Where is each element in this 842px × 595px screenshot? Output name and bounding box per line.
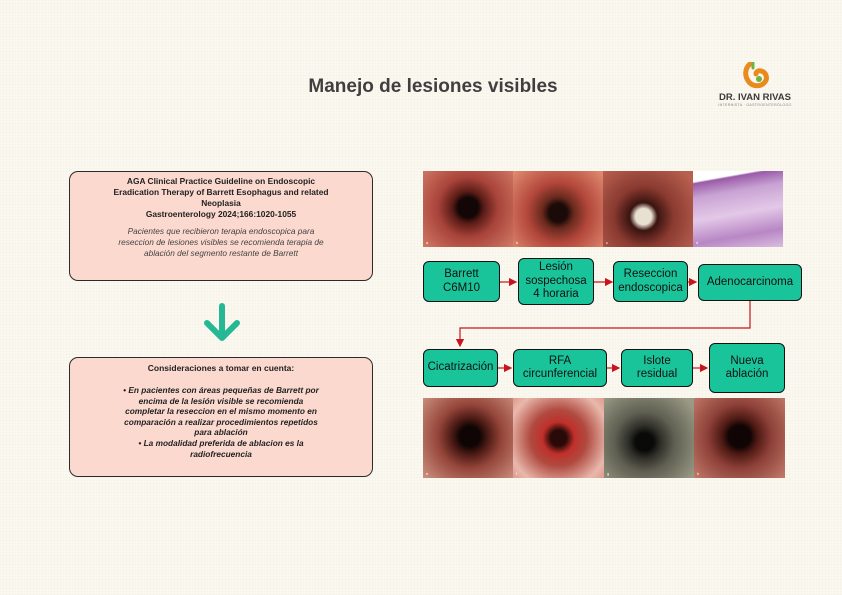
- considerations-title: Consideraciones a tomar en cuenta:: [147, 363, 295, 373]
- bullet-line: comparación a realizar procedimientos re…: [124, 416, 318, 427]
- bullet-line: radiofrecuencia: [190, 448, 252, 459]
- endoscopy-photo: h: [694, 398, 785, 478]
- guideline-citation: AGA Clinical Practice Guideline on Endos…: [80, 176, 362, 220]
- recommendation-line: Pacientes que recibieron terapia endosco…: [127, 226, 315, 236]
- guideline-recommendation: Pacientes que recibieron terapia endosco…: [80, 226, 362, 259]
- considerations-box: Consideraciones a tomar en cuenta: • En …: [69, 357, 373, 477]
- down-arrow-icon: [204, 303, 240, 341]
- bullet-line: completar la reseccion en el mismo momen…: [125, 406, 317, 417]
- endoscopy-photo: c: [603, 171, 693, 247]
- flow-node-adenocarcinoma: Adenocarcinoma: [698, 264, 802, 301]
- stomach-logo-icon: [743, 62, 769, 89]
- logo-name: DR. IVAN RIVAS: [719, 92, 791, 103]
- recommendation-line: ablación del segmento restante de Barret…: [143, 248, 299, 258]
- considerations-bullet: • La modalidad preferida de ablacion es …: [82, 438, 360, 459]
- bullet-line: • La modalidad preferida de ablacion es …: [138, 437, 304, 448]
- bullet-line: encima de la lesión visible se recomiend…: [138, 395, 304, 406]
- endoscopy-photo: f: [513, 398, 604, 478]
- considerations-bullet: • En pacientes con áreas pequeñas de Bar…: [82, 385, 360, 438]
- guideline-line: AGA Clinical Practice Guideline on Endos…: [126, 176, 316, 186]
- histology-photo: d: [693, 171, 783, 247]
- endoscopy-photos-bottom: e f g h: [423, 398, 785, 478]
- guideline-line: Neoplasia: [201, 198, 241, 208]
- endoscopy-photo: g: [604, 398, 694, 478]
- bullet-line: • En pacientes con áreas pequeñas de Bar…: [123, 385, 319, 395]
- bullet-line: para ablación: [194, 427, 248, 438]
- guideline-box: AGA Clinical Practice Guideline on Endos…: [69, 171, 373, 281]
- endoscopy-photo: a: [423, 171, 513, 247]
- guideline-line: Eradication Therapy of Barrett Esophagus…: [113, 187, 329, 197]
- endoscopy-photos-top: a b c d: [423, 171, 783, 247]
- recommendation-line: reseccion de lesiones visibles se recomi…: [118, 237, 324, 247]
- logo-subtitle: INTERNISTA · GASTROENTERÓLOGO: [718, 103, 792, 107]
- endoscopy-photo: b: [513, 171, 603, 247]
- endoscopy-photo: e: [423, 398, 513, 478]
- guideline-line: Gastroenterology 2024;166:1020-1055: [145, 209, 297, 219]
- logo: DR. IVAN RIVAS INTERNISTA · GASTROENTERÓ…: [712, 62, 798, 107]
- flow-node-cicatrizacion: Cicatrización: [423, 349, 498, 387]
- page-title: Manejo de lesiones visibles: [308, 76, 558, 97]
